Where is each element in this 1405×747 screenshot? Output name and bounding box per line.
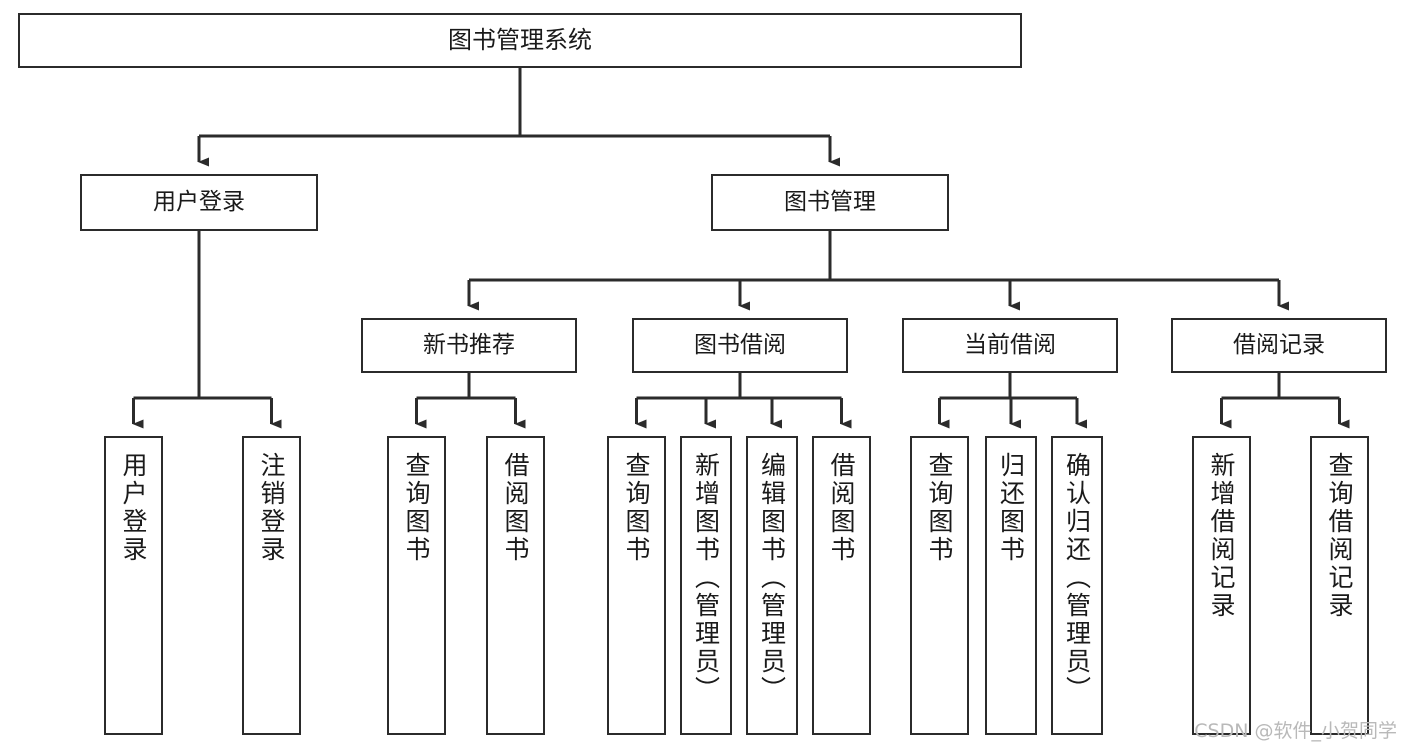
node-label: 确认归还（管理员） — [1062, 452, 1092, 704]
node-label: 查询图书 — [402, 452, 431, 564]
node-leaf-cur-return[interactable]: 归还图书 — [985, 436, 1037, 735]
node-leaf-user-logout[interactable]: 注销登录 — [242, 436, 301, 735]
node-book-manage[interactable]: 图书管理 — [711, 174, 949, 231]
node-book-borrow[interactable]: 图书借阅 — [632, 318, 848, 373]
node-leaf-borrow-query[interactable]: 查询图书 — [607, 436, 666, 735]
node-label: 查询图书 — [925, 452, 954, 564]
watermark-text: CSDN @软件_小贺同学 — [1194, 720, 1397, 742]
node-leaf-borrow-edit[interactable]: 编辑图书（管理员） — [746, 436, 798, 735]
node-leaf-rec-search[interactable]: 查询借阅记录 — [1310, 436, 1369, 735]
node-user-login[interactable]: 用户登录 — [80, 174, 318, 231]
node-label: 借阅图书 — [827, 452, 856, 564]
node-label: 编辑图书（管理员） — [757, 452, 787, 704]
node-leaf-cur-confirm[interactable]: 确认归还（管理员） — [1051, 436, 1103, 735]
node-label: 借阅记录 — [1233, 331, 1325, 358]
node-label: 新增借阅记录 — [1207, 452, 1236, 620]
node-label: 归还图书 — [996, 452, 1026, 564]
node-leaf-rec-add[interactable]: 新增借阅记录 — [1192, 436, 1251, 735]
node-root[interactable]: 图书管理系统 — [18, 13, 1022, 68]
node-label: 查询借阅记录 — [1325, 452, 1354, 620]
node-label: 新增图书（管理员） — [691, 452, 721, 704]
node-leaf-rec-query[interactable]: 查询图书 — [387, 436, 446, 735]
node-label: 图书管理系统 — [448, 26, 592, 55]
node-label: 用户登录 — [153, 188, 245, 215]
node-current-borrow[interactable]: 当前借阅 — [902, 318, 1118, 373]
node-label: 借阅图书 — [501, 452, 530, 564]
node-label: 注销登录 — [257, 452, 286, 564]
node-label: 图书借阅 — [694, 331, 786, 358]
node-label: 新书推荐 — [423, 331, 515, 358]
node-new-book-rec[interactable]: 新书推荐 — [361, 318, 577, 373]
node-leaf-borrow-add[interactable]: 新增图书（管理员） — [680, 436, 732, 735]
node-leaf-user-login[interactable]: 用户登录 — [104, 436, 163, 735]
node-label: 当前借阅 — [964, 331, 1056, 358]
node-leaf-rec-borrow[interactable]: 借阅图书 — [486, 436, 545, 735]
node-leaf-borrow-do[interactable]: 借阅图书 — [812, 436, 871, 735]
node-leaf-cur-query[interactable]: 查询图书 — [910, 436, 969, 735]
node-label: 查询图书 — [622, 452, 651, 564]
node-label: 用户登录 — [119, 452, 148, 564]
node-label: 图书管理 — [784, 188, 876, 215]
node-borrow-record[interactable]: 借阅记录 — [1171, 318, 1387, 373]
